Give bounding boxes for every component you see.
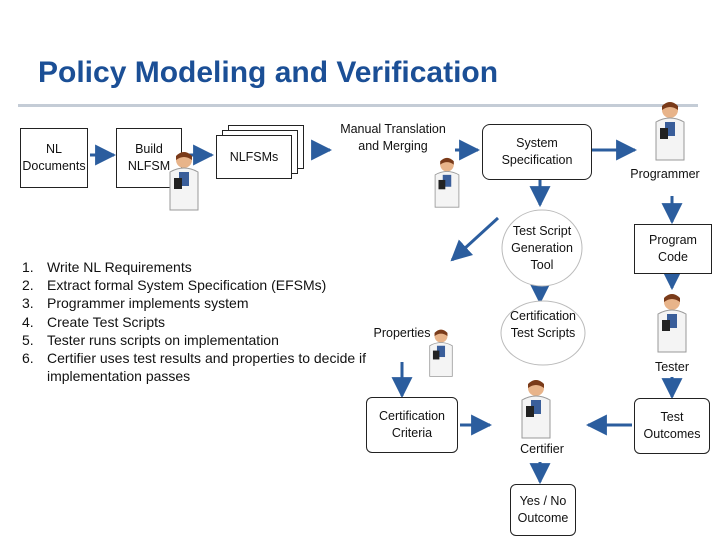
testgen-blob [501, 209, 583, 287]
step-number: 5. [22, 331, 34, 348]
step-text: Write NL Requirements [47, 259, 192, 275]
step-number: 1. [22, 259, 34, 275]
list-item: 6. Certifier uses test results and proper… [22, 349, 382, 385]
step-number: 6. [22, 350, 34, 367]
certification-criteria-box: Certification Criteria [366, 397, 458, 453]
person-icon [521, 380, 551, 439]
certification-test-scripts-label: Certification Test Scripts [510, 309, 576, 340]
person-icon [655, 102, 685, 161]
test-outcomes-box: Test Outcomes [634, 398, 710, 454]
step-number: 2. [22, 277, 34, 294]
program-code-box: Program Code [634, 224, 712, 274]
nlfsms-label: NLFSMs [229, 149, 279, 164]
test-outcomes-label: Test Outcomes [643, 410, 701, 441]
nl-documents-label: NL Documents [22, 142, 86, 173]
step-text: Create Test Scripts [47, 313, 166, 330]
title-rule [18, 104, 698, 107]
tester-label: Tester [654, 360, 690, 374]
arrow-testgen-to-properties [450, 216, 500, 262]
page-title: Policy Modeling and Verification [38, 56, 499, 89]
program-code-label: Program Code [649, 233, 697, 264]
list-item: 4. Create Test Scripts [22, 313, 382, 331]
list-item: 3. Programmer implements system [22, 294, 382, 312]
step-text: Certifier uses test results and properti… [47, 350, 367, 385]
programmer-label: Programmer [630, 167, 700, 181]
list-item: 2. Extract formal System Specification (E… [22, 276, 382, 294]
steps-list: 1. Write NL Requirements 2. Extract formal… [22, 258, 382, 385]
person-icon [169, 152, 199, 211]
yes-no-outcome-label: Yes / No Outcome [517, 494, 569, 525]
step-text: Extract formal System Specification (EFS… [47, 277, 327, 294]
person-icon [429, 329, 453, 377]
build-nlfsm-label: Build NLFSM [127, 142, 171, 173]
test-script-generation-label: Test Script Generation Tool [511, 224, 573, 272]
step-number: 3. [22, 295, 34, 312]
system-specification-box: System Specification [482, 124, 592, 180]
properties-label: Properties [373, 326, 431, 340]
step-number: 4. [22, 313, 34, 330]
certifier-label: Certifier [520, 442, 564, 456]
step-text: Programmer implements system [47, 295, 249, 312]
system-specification-label: System Specification [501, 136, 573, 167]
yes-no-outcome-box: Yes / No Outcome [510, 484, 576, 536]
manual-translation-label: Manual Translation and Merging [340, 122, 446, 153]
nlfsms-box: NLFSMs [216, 135, 292, 179]
person-icon [434, 157, 460, 208]
person-icon [657, 294, 687, 353]
list-item: 5. Tester runs scripts on implementation [22, 331, 382, 349]
step-text: Tester runs scripts on implementation [47, 331, 279, 348]
list-item: 1. Write NL Requirements [22, 258, 382, 276]
scripts-blob [500, 300, 586, 366]
certification-criteria-label: Certification Criteria [379, 409, 445, 440]
nl-documents-box: NL Documents [20, 128, 88, 188]
